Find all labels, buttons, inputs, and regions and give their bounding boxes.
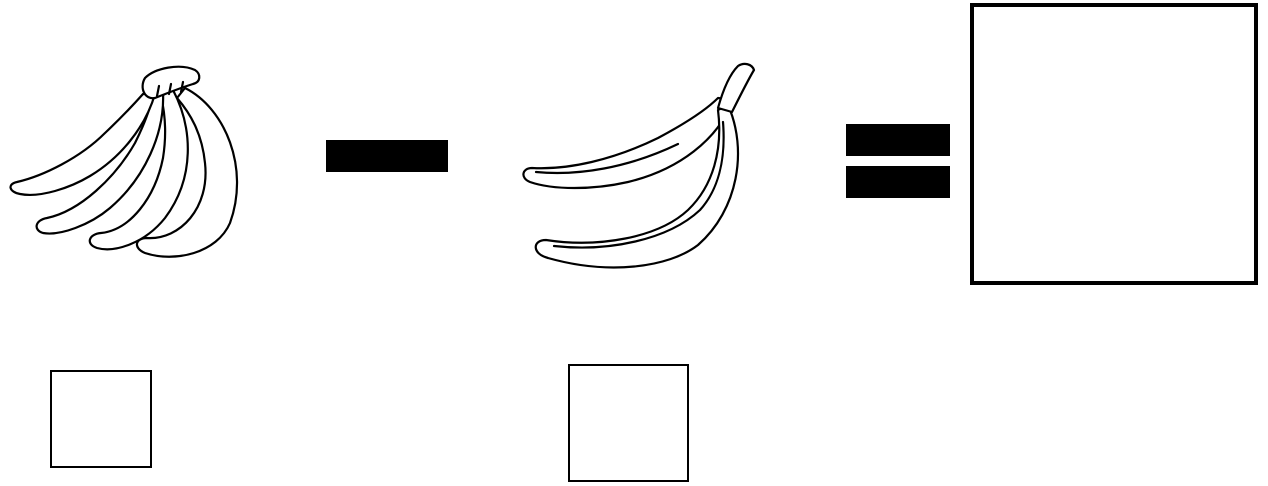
minus-sign xyxy=(326,140,448,172)
two-bananas-icon xyxy=(518,60,763,280)
right-count-box[interactable] xyxy=(568,364,689,482)
equals-sign-bottom-bar xyxy=(846,166,950,198)
answer-box[interactable] xyxy=(970,3,1258,285)
equals-sign-top-bar xyxy=(846,124,950,156)
left-count-box[interactable] xyxy=(50,370,152,468)
banana-bunch-icon xyxy=(5,58,245,263)
